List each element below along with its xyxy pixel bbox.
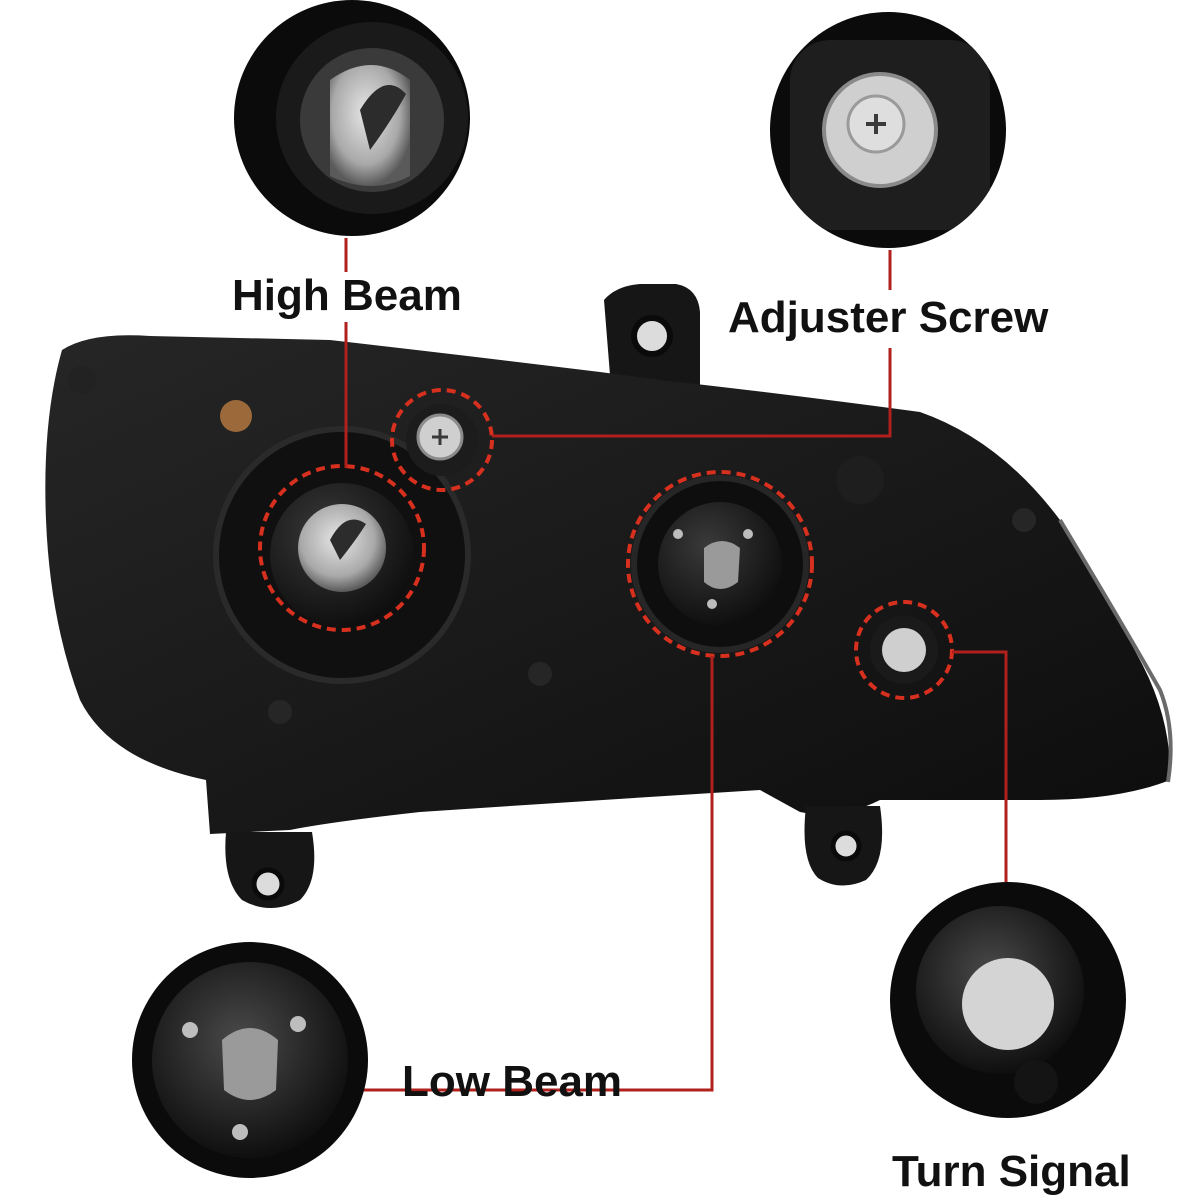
low-beam-zoom: [132, 942, 368, 1178]
housing-boss: [268, 700, 292, 724]
lens-edge: [1058, 518, 1173, 783]
turn-signal-callout: [952, 650, 1008, 882]
low-beam-bulb: [704, 541, 740, 589]
bulb-socket-icon: [222, 1028, 278, 1100]
housing-boss: [68, 366, 96, 394]
turn-signal-bulb: [882, 628, 926, 672]
housing-boss: [1012, 508, 1036, 532]
adjuster-screw-zoom: [770, 12, 1006, 248]
housing-boss: [836, 456, 884, 504]
amber-marker: [220, 400, 252, 432]
turn-signal-zoom: [890, 882, 1126, 1118]
high-beam-ring: [258, 464, 426, 632]
bottom-left-hole: [251, 867, 285, 901]
high-beam-label: High Beam: [232, 271, 462, 320]
adjuster-screw-label: Adjuster Screw: [728, 293, 1049, 342]
low-beam-callout: [362, 656, 714, 1092]
turn-signal-label: Turn Signal: [892, 1147, 1131, 1196]
housing-body: [45, 335, 1171, 834]
low-beam-ring: [626, 470, 814, 658]
housing-boss: [528, 662, 552, 686]
headlight-housing: [45, 284, 1173, 908]
turn-signal-ring: [854, 600, 954, 700]
screw-icon: [866, 114, 886, 134]
bulb-socket-icon: [360, 85, 406, 150]
top-mount-hole: [631, 315, 673, 357]
low-beam-label: Low Beam: [402, 1057, 623, 1106]
callout-lines: [344, 238, 1008, 1092]
adjuster-screw-ring: [390, 388, 494, 492]
highlight-rings: [258, 388, 954, 700]
high-beam-zoom: [234, 0, 470, 236]
bottom-right-hole: [830, 830, 862, 862]
adjuster-screw-callout: [492, 250, 892, 438]
bulb-socket-icon: [962, 958, 1054, 1050]
